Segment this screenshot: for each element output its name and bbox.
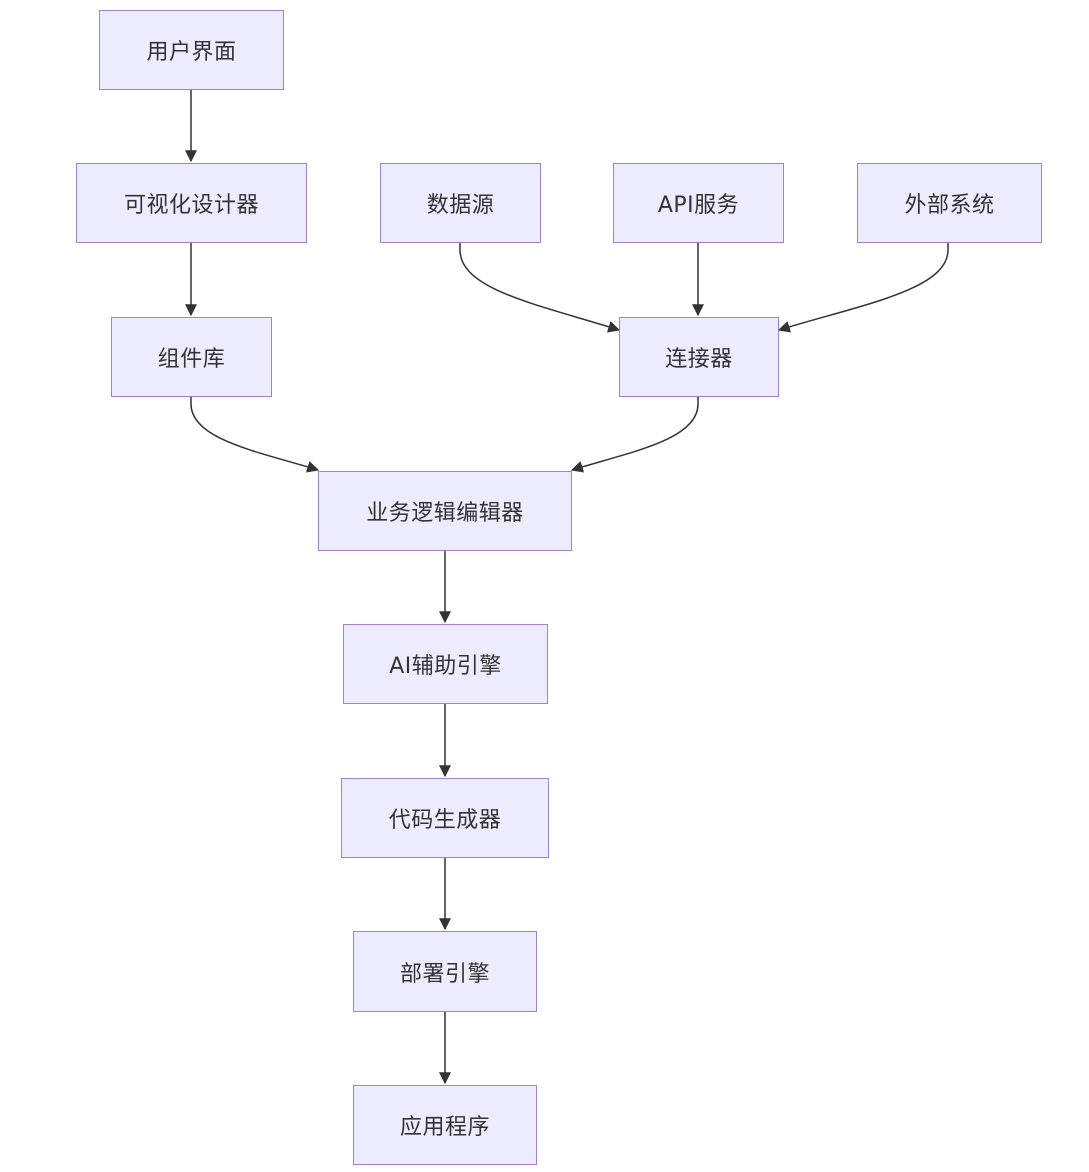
- node-designer: 可视化设计器: [76, 163, 307, 243]
- node-ai-engine: AI辅助引擎: [343, 624, 548, 704]
- edge-datasource-to-connector: [459, 243, 621, 333]
- edge-connector-to-logic-editor: [570, 397, 699, 473]
- node-api: API服务: [613, 163, 784, 243]
- node-codegen: 代码生成器: [341, 778, 549, 858]
- node-datasource: 数据源: [380, 163, 541, 243]
- node-deploy: 部署引擎: [353, 931, 537, 1012]
- node-connector: 连接器: [619, 317, 779, 397]
- node-ui: 用户界面: [99, 10, 284, 90]
- node-logic-editor: 业务逻辑编辑器: [318, 471, 572, 551]
- edge-components-to-logic-editor: [190, 397, 320, 473]
- node-external: 外部系统: [857, 163, 1042, 243]
- node-app: 应用程序: [353, 1085, 537, 1165]
- node-components: 组件库: [111, 317, 272, 397]
- edge-external-to-connector: [777, 243, 949, 333]
